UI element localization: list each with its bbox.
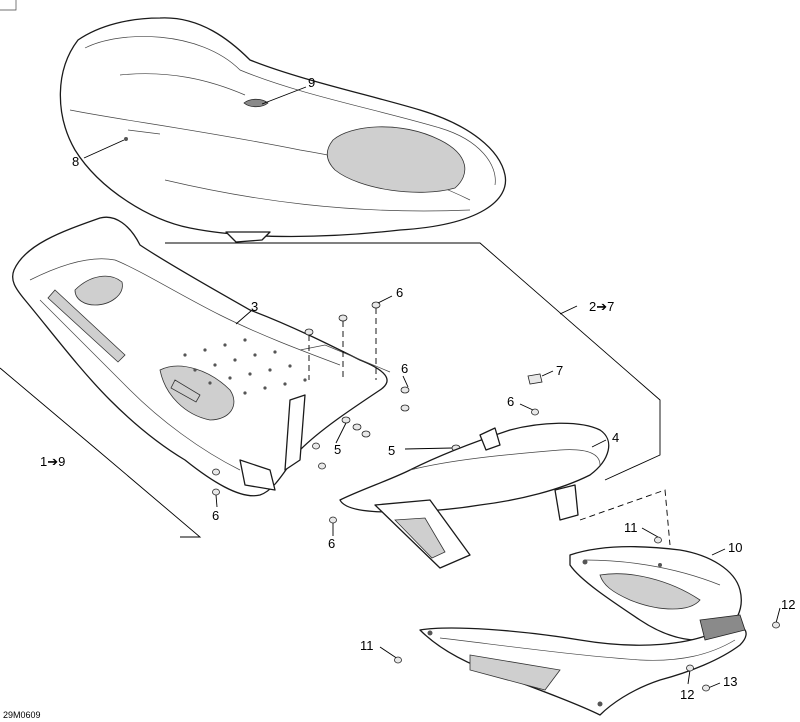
callout-12-right: 12 [781,597,795,612]
footwell-panel [419,614,747,716]
fastener-6-bottom [329,516,337,524]
callout-6-top: 6 [396,285,403,300]
fastener-6-top-c [304,328,314,336]
callout-10: 10 [728,540,742,555]
callout-6-bottom: 6 [328,536,335,551]
fastener-6-left-a [212,468,220,476]
callout-11-upper: 11 [624,520,638,535]
fastener-6-top-b [338,314,348,322]
callout-13: 13 [723,674,737,689]
fastener-6-right-b [400,404,410,412]
fastener-5-a [341,416,351,424]
frame-corner-mark [0,0,17,11]
seat-part-8 [59,17,507,243]
callout-5-left: 5 [334,442,341,457]
fastener-11-upper [654,536,662,544]
group-label-1-9: 1➔9 [40,454,65,469]
leader-lines [83,86,781,689]
fastener-12-bottom [686,664,694,672]
group-label-2-7: 2➔7 [589,299,614,314]
fastener-5-lower-b [318,462,326,470]
callout-6-right: 6 [401,361,408,376]
clip-part-7 [527,373,543,385]
fastener-12-right [772,621,780,629]
fastener-5-lower-a [312,442,320,450]
fasteners-group [212,301,543,524]
callout-12-bottom: 12 [680,687,694,702]
body-frame-part-3 [11,216,391,497]
fastener-6-right-a [400,386,410,394]
support-bracket-part-4 [339,422,610,569]
callout-9: 9 [308,75,315,90]
fastener-6-bracket [531,408,539,416]
lower-panel-part-10 [569,546,742,641]
callout-8: 8 [72,154,79,169]
fastener-11-lower [394,656,402,664]
callout-6-left: 6 [212,508,219,523]
fastener-5-b [352,423,362,431]
callout-3: 3 [251,299,258,314]
fastener-13 [702,684,710,692]
bracket-2-7 [165,242,661,481]
fastener-5-c [361,430,371,438]
fastener-6-left-b [212,488,220,496]
callout-6-bracket: 6 [507,394,514,409]
floor-hole-grid [183,338,307,395]
dashed-connector [579,489,671,546]
bracket-1-9 [0,367,202,538]
callout-7: 7 [556,363,563,378]
callout-5-center: 5 [388,443,395,458]
callout-11-lower: 11 [360,638,374,653]
callout-4: 4 [612,430,619,445]
drawing-code: 29M0609 [3,710,41,720]
